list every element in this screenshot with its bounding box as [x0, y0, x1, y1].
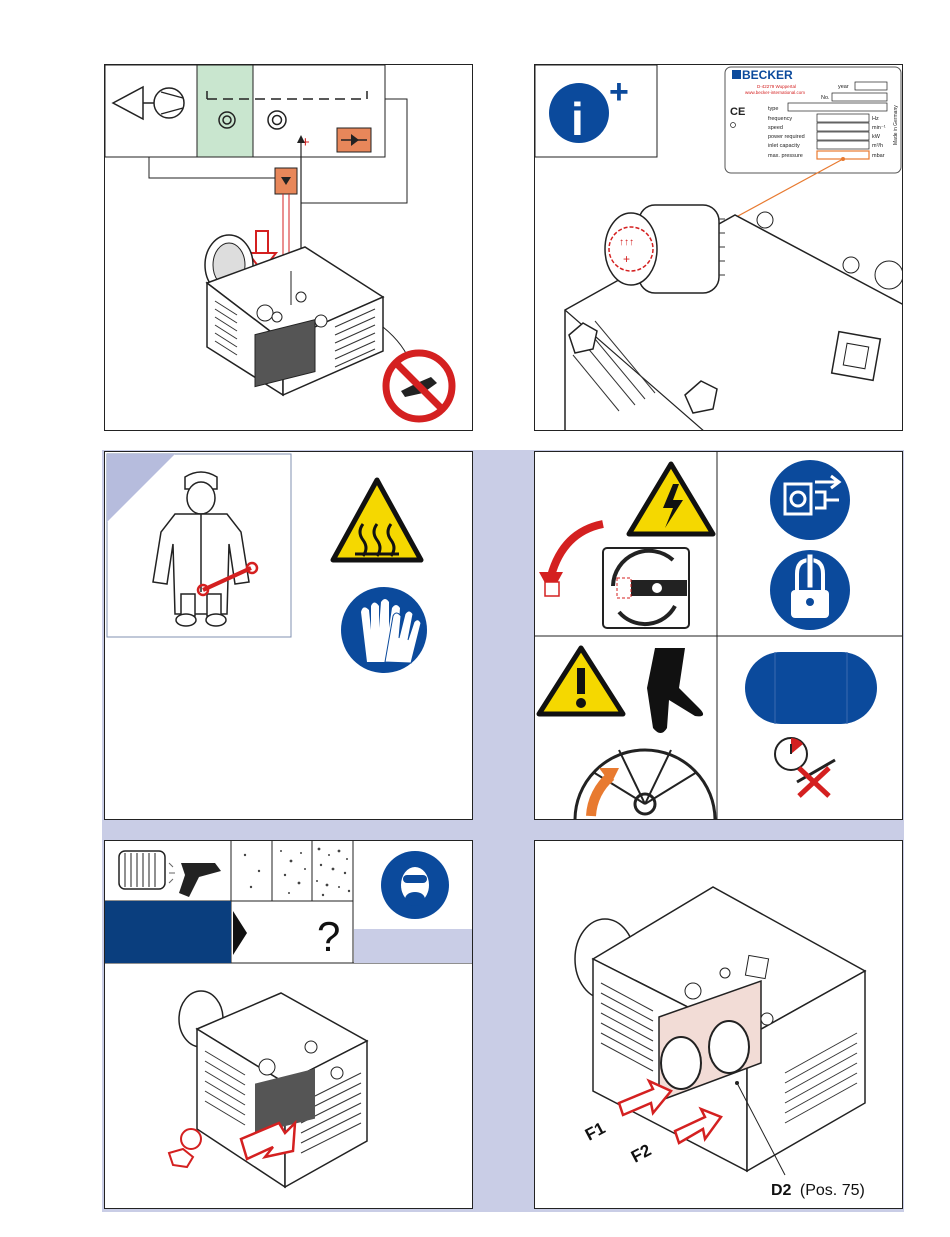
- panel-nameplate: i + BECKER D-42279 Wuppertal www.becker-…: [534, 64, 903, 431]
- svg-text:type: type: [768, 106, 778, 112]
- svg-text:power required: power required: [768, 134, 805, 140]
- svg-text:D-42279 Wuppertal: D-42279 Wuppertal: [757, 84, 796, 89]
- svg-text:speed: speed: [768, 125, 783, 131]
- air-blow-filter-icon: [119, 851, 221, 897]
- wait-time-icon: [775, 738, 835, 796]
- svg-text:No.: No.: [821, 95, 830, 101]
- operator-ppe-illustration: [105, 452, 473, 820]
- seal-position: (Pos. 75): [800, 1182, 865, 1199]
- general-warning-icon: [539, 648, 623, 714]
- svg-text:Hz: Hz: [872, 116, 879, 122]
- svg-text:kW: kW: [872, 134, 881, 140]
- brand-name: BECKER: [742, 68, 793, 82]
- wear-gloves-icon: [341, 587, 427, 673]
- dust-density-icon: [244, 848, 350, 897]
- hot-surface-warning-icon: [333, 480, 421, 560]
- panel-valve-adjustment: +: [104, 64, 473, 431]
- svg-text:+: +: [609, 73, 629, 111]
- question-mark: ?: [317, 913, 340, 960]
- svg-text:CE: CE: [730, 106, 745, 118]
- svg-text:m³/h: m³/h: [872, 143, 883, 149]
- panel-filters: F1 F2 D2 (Pos. 75): [534, 840, 903, 1209]
- seal-code: D2: [771, 1182, 792, 1199]
- main-switch-icon: [603, 548, 689, 628]
- svg-text:↑↑↑: ↑↑↑: [619, 237, 634, 248]
- disconnect-plug-icon: [770, 460, 850, 540]
- nameplate-illustration: i + BECKER D-42279 Wuppertal www.becker-…: [535, 65, 903, 431]
- valve-diagram-illustration: +: [105, 65, 473, 431]
- svg-text:+: +: [623, 252, 630, 266]
- padlock-icon: [770, 550, 850, 630]
- svg-text:D2 (Pos. 75): D2 (Pos. 75): [771, 1182, 865, 1199]
- svg-text:max. pressure: max. pressure: [768, 153, 803, 159]
- lockout-illustration: [535, 452, 903, 820]
- f1-label: F1: [582, 1118, 608, 1144]
- svg-text:www.becker-international.com: www.becker-international.com: [745, 90, 805, 95]
- electrical-hazard-icon: [629, 464, 713, 534]
- panel-operator-ppe: [104, 451, 473, 820]
- wear-mask-icon: [381, 851, 449, 919]
- panel-electrical-lockout: [534, 451, 903, 820]
- svg-text:Made in Germany: Made in Germany: [893, 105, 899, 145]
- svg-text:i: i: [571, 93, 584, 145]
- cleaning-illustration: ?: [105, 841, 473, 1209]
- svg-text:year: year: [838, 84, 849, 90]
- f2-label: F2: [628, 1140, 654, 1166]
- svg-text:inlet capacity: inlet capacity: [768, 143, 800, 149]
- filter-removal-illustration: F1 F2 D2 (Pos. 75): [535, 841, 903, 1209]
- panel-cleaning: ?: [104, 840, 473, 1209]
- svg-text:mbar: mbar: [872, 153, 885, 159]
- no-tool-prohibition-icon: [386, 353, 452, 419]
- svg-text:frequency: frequency: [768, 116, 792, 122]
- svg-text:min⁻¹: min⁻¹: [872, 125, 886, 131]
